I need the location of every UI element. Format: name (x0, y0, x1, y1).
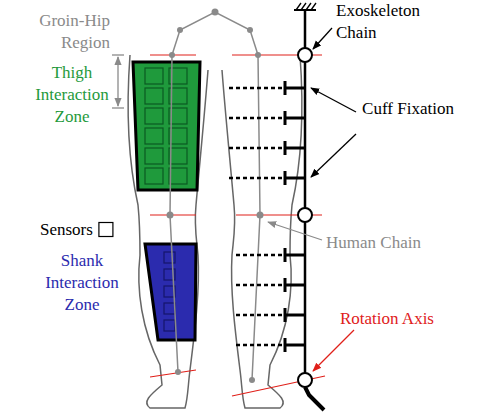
sensor-symbol (99, 223, 113, 237)
exoskeleton-chain (294, 3, 324, 410)
sensor (145, 148, 163, 164)
sensor (164, 320, 175, 331)
sensor (145, 108, 163, 124)
region-label: Groin-Hip Region (10, 10, 110, 54)
sensor (145, 88, 163, 104)
zone-label: Thigh Interaction Zone (22, 62, 122, 128)
sensor (145, 128, 163, 144)
part-label: Human Chain (326, 232, 466, 254)
sensor-grid (145, 68, 187, 184)
part-label: Cuff Fixation (358, 98, 458, 120)
sensor (145, 68, 163, 84)
region-bracket (112, 55, 124, 108)
leg-outline (128, 55, 208, 408)
human-chain (170, 12, 260, 380)
part-label: Rotation Axis (340, 308, 480, 330)
shank-zone (145, 244, 196, 340)
sensor (169, 168, 187, 184)
sensor (164, 303, 175, 314)
sensor (145, 168, 163, 184)
cuff-fixation (226, 81, 305, 352)
zone-label: Shank Interaction Zone (32, 250, 132, 316)
legend-label: Sensors (40, 219, 102, 241)
joint-dot (167, 9, 264, 384)
sensor (169, 148, 187, 164)
thigh-zone (133, 62, 200, 190)
part-label: Exoskeleton Chain (336, 0, 446, 44)
leg-outline (222, 55, 302, 408)
joint-axis (150, 55, 325, 396)
sensor (164, 252, 175, 263)
